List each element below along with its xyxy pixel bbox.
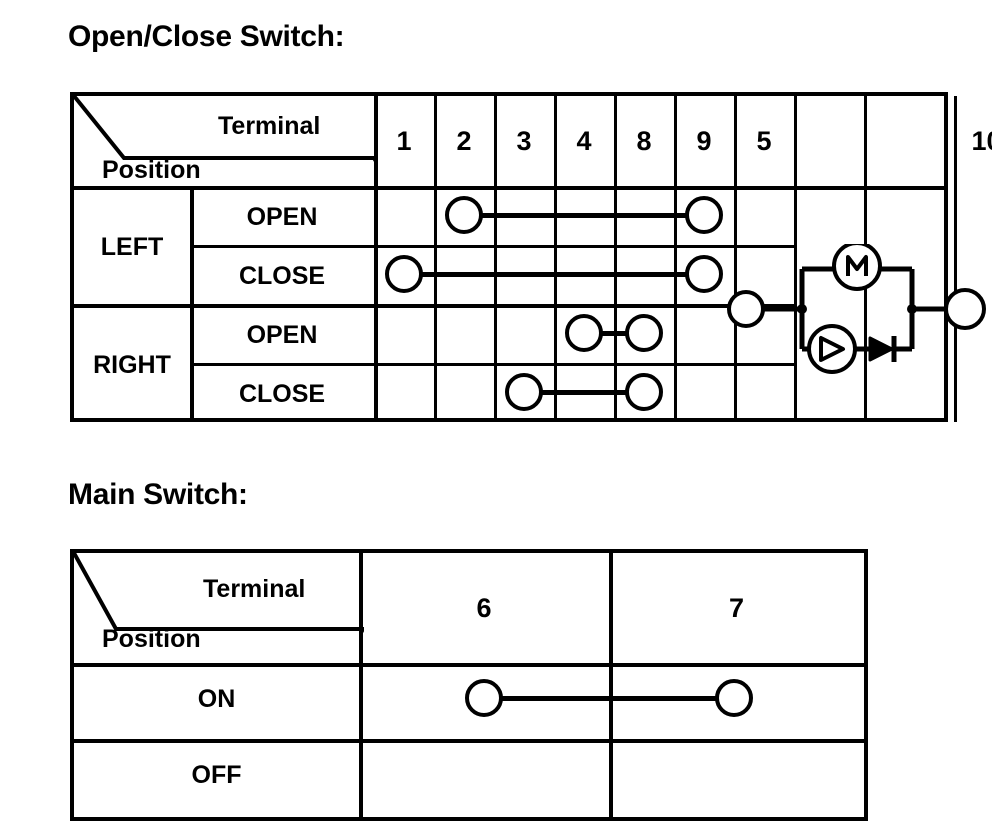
- column-header-terminal: 8: [636, 126, 652, 156]
- row-state-label-right-open: OPEN: [246, 321, 318, 349]
- header-position-label: Position: [102, 156, 201, 184]
- continuity-node: [465, 679, 503, 717]
- continuity-node: [625, 373, 663, 411]
- header-terminal-label: Terminal: [218, 112, 321, 140]
- grid-hline: [74, 739, 864, 743]
- row-state-label-right-close: CLOSE: [238, 380, 326, 408]
- page-title-main-switch: Main Switch:: [68, 478, 248, 511]
- grid-vline: [494, 96, 497, 422]
- grid-vline: [374, 96, 378, 422]
- grid-vline: [954, 96, 957, 422]
- continuity-node: [685, 255, 723, 293]
- main-switch-table: Terminal Position 6 7 ON OFF: [70, 549, 868, 821]
- grid-vline: [614, 96, 617, 422]
- grid-vline: [674, 96, 677, 422]
- row-state-label-left-close: CLOSE: [238, 262, 326, 290]
- row-group-label-right: RIGHT: [93, 351, 171, 379]
- open-close-switch-table: Terminal Position 1 2 3 4 8 9 5 10 LEFT …: [70, 92, 992, 422]
- grid-hline: [74, 663, 864, 667]
- continuity-node: [685, 196, 723, 234]
- header-position-label: Position: [102, 625, 201, 653]
- column-header-terminal: 9: [696, 126, 712, 156]
- grid-hline: [190, 245, 794, 248]
- column-header-terminal: 4: [576, 126, 592, 156]
- continuity-node: [505, 373, 543, 411]
- continuity-wire: [584, 331, 654, 336]
- continuity-node: [385, 255, 423, 293]
- continuity-wire: [484, 696, 734, 701]
- column-header-terminal: 10: [971, 126, 992, 156]
- grid-vline: [734, 96, 737, 422]
- continuity-node: [625, 314, 663, 352]
- table-header-corner: [74, 553, 364, 663]
- continuity-wire: [524, 390, 654, 395]
- grid-vline: [359, 553, 363, 821]
- grid-vline: [794, 96, 797, 422]
- column-header-terminal: 3: [516, 126, 532, 156]
- continuity-node: [445, 196, 483, 234]
- continuity-wire: [404, 272, 714, 277]
- grid-hline: [74, 304, 794, 308]
- continuity-node: [715, 679, 753, 717]
- continuity-node: [565, 314, 603, 352]
- column-header-terminal: 2: [456, 126, 472, 156]
- column-header-terminal: 7: [728, 593, 745, 623]
- motor-circuit-schematic: [724, 244, 992, 374]
- continuity-wire: [464, 213, 714, 218]
- row-group-label-left: LEFT: [100, 233, 164, 261]
- grid-vline: [609, 553, 613, 821]
- grid-vline: [434, 96, 437, 422]
- grid-vline: [554, 96, 557, 422]
- grid-hline: [74, 186, 944, 190]
- row-label-off: OFF: [191, 761, 242, 789]
- column-header-terminal: 6: [476, 593, 492, 623]
- table-header-corner: [74, 96, 374, 186]
- header-terminal-label: Terminal: [203, 575, 306, 603]
- row-label-on: ON: [197, 685, 236, 713]
- row-state-label-left-open: OPEN: [246, 203, 318, 231]
- column-header-terminal: 1: [396, 126, 412, 156]
- grid-hline: [190, 363, 794, 366]
- column-header-terminal: 5: [756, 126, 772, 156]
- page-title-open-close-switch: Open/Close Switch:: [68, 20, 345, 53]
